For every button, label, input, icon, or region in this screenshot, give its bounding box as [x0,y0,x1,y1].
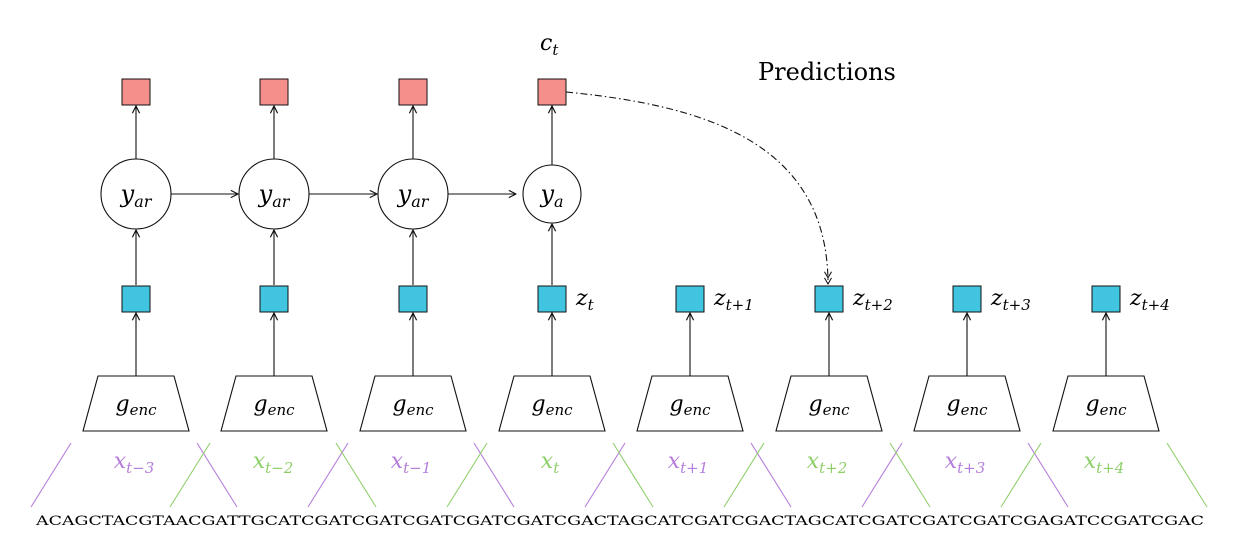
prediction-curve [565,91,832,285]
x-label: xt [541,449,560,477]
svg-text:genc: genc [808,392,850,419]
window-line-green [889,442,931,508]
window-line-green [723,442,765,508]
encoder: genc [359,375,467,432]
encoder: genc [913,375,1021,432]
context-label: ct [540,31,559,59]
encoder: genc [636,375,744,432]
dna-sequence: ACAGCTACGTAACGATTGCATCGATCGATCGATCGATCGA… [35,514,1204,529]
encoder: genc [498,375,606,432]
encoding-square [121,285,151,313]
window-line-green [335,442,377,508]
prediction-square [398,78,428,106]
window-line-purple [1027,442,1069,508]
window-line-purple [584,442,626,508]
encoding-square [952,285,982,313]
ar-node: yar [377,158,449,230]
predictions-label: Predictions [758,58,896,86]
encoding-square [537,285,567,313]
window-lines [30,442,1208,508]
z-label: zt+4 [1129,286,1170,314]
ar-node: ya [522,164,582,224]
window-line-green [1000,442,1042,508]
z-label: zt [575,286,595,314]
z-labels: zt zt+1 zt+2 zt+3 zt+4 [575,286,1170,314]
svg-text:genc: genc [1085,392,1127,419]
prediction-squares [121,78,567,106]
encoder: genc [82,375,190,432]
window-line-purple [750,442,792,508]
window-line-purple [30,442,72,508]
encoding-square [814,285,844,313]
window-line-purple [473,442,515,508]
svg-text:genc: genc [531,392,573,419]
window-line-green [1166,442,1208,508]
encoding-square [259,285,289,313]
window-line-green [446,442,488,508]
encoding-square [675,285,705,313]
window-line-purple [861,442,903,508]
encoder: genc [775,375,883,432]
svg-text:genc: genc [946,392,988,419]
window-line-green [612,442,654,508]
encoding-square [398,285,428,313]
prediction-square [537,78,567,106]
encoder: genc [1052,375,1160,432]
prediction-square [121,78,151,106]
context-label-sub: t [552,41,559,59]
x-label: xt−3 [114,449,155,477]
x-label: xt−2 [253,449,294,477]
encoder-to-encoding-arrows [131,312,1111,376]
svg-text:genc: genc [253,392,295,419]
z-label: zt+2 [852,286,893,314]
svg-text:yar: yar [397,180,430,211]
encoding-to-ar-arrows [131,223,557,285]
x-label: xt+4 [1084,449,1125,477]
z-label: zt+1 [713,286,754,314]
x-labels: xt−3 xt−2 xt−1 xt xt+1 xt+2 xt+3 xt+4 [114,449,1125,477]
svg-text:ya: ya [539,180,563,211]
prediction-square [259,78,289,106]
z-label: zt+3 [990,286,1031,314]
encoding-squares [121,285,1121,313]
encoders: genc genc genc genc genc genc genc genc [82,375,1160,432]
encoding-square [1091,285,1121,313]
ar-node: yar [238,158,310,230]
window-line-green [169,442,211,508]
svg-text:yar: yar [120,180,153,211]
ar-to-prediction-arrows [131,105,557,165]
svg-text:genc: genc [115,392,157,419]
window-line-purple [307,442,349,508]
svg-text:yar: yar [258,180,291,211]
window-line-purple [196,442,238,508]
x-label: xt+2 [807,449,848,477]
x-label: xt+1 [668,449,709,477]
ar-node: yar [100,158,172,230]
svg-text:genc: genc [392,392,434,419]
ar-nodes: yar yar yar ya [100,158,582,230]
x-label: xt−1 [391,449,432,477]
encoder: genc [220,375,328,432]
svg-text:genc: genc [669,392,711,419]
x-label: xt+3 [945,449,986,477]
